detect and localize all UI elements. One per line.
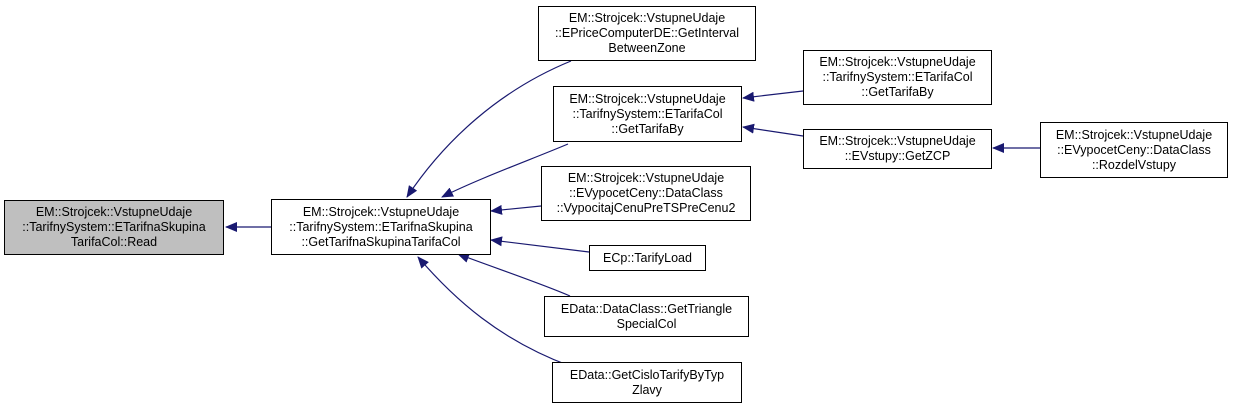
edge-gettriangle-to-gettarifnaskupina xyxy=(457,253,571,297)
node-line-3: ::GetTarifaBy xyxy=(611,121,684,136)
node-line-3: ::VypocitajCenuPreTSPreCenu2 xyxy=(556,201,736,215)
edge-getcislotarify-to-gettarifnaskupina xyxy=(417,256,571,367)
node-tarify-load[interactable]: ECp::TarifyLoad xyxy=(589,245,706,271)
node-line-1: EM::Strojcek::VstupneUdaje xyxy=(1055,127,1213,142)
node-line-3: ::GetTarifaBy xyxy=(861,85,934,99)
node-get-tarifa-by-2[interactable]: EM::Strojcek::VstupneUdaje ::TarifnySyst… xyxy=(803,50,992,105)
node-line-2: ::TarifnySystem::ETarifaCol xyxy=(822,70,973,84)
node-line-1: EM::Strojcek::VstupneUdaje xyxy=(302,204,460,219)
node-line-1: EM::Strojcek::VstupneUdaje xyxy=(568,11,726,25)
edge-getintervalbetweenzone-to-gettarifnaskupina xyxy=(406,60,572,198)
edge-vypocitajcenu-to-gettarifnaskupina xyxy=(490,204,542,215)
node-line-2: SpecialCol xyxy=(616,316,677,331)
node-line-3: ::GetTarifnaSkupinaTarifaCol xyxy=(301,234,461,249)
node-line-2: ::EVypocetCeny::DataClass xyxy=(569,186,723,200)
node-line-2: ::TarifnySystem::ETarifnaSkupina xyxy=(289,219,473,234)
edge-gettarifaby2-to-gettarifaby1 xyxy=(742,90,804,102)
node-rozdel-vstupy[interactable]: EM::Strojcek::VstupneUdaje ::EVypocetCen… xyxy=(1040,122,1228,178)
node-line-1: EM::Strojcek::VstupneUdaje xyxy=(567,171,725,185)
node-vypocitaj-cenu-pre-ts-pre-cenu2[interactable]: EM::Strojcek::VstupneUdaje ::EVypocetCen… xyxy=(541,166,751,221)
node-read-line-1: EM::Strojcek::VstupneUdaje xyxy=(35,205,193,219)
node-line-1: ECp::TarifyLoad xyxy=(603,250,692,265)
edge-getzcp-to-gettarifaby1 xyxy=(742,123,804,137)
node-line-1: EData::DataClass::GetTriangle xyxy=(560,301,733,316)
edge-tarifyload-to-gettarifnaskupina xyxy=(490,236,590,253)
node-read[interactable]: EM::Strojcek::VstupneUdaje ::TarifnySyst… xyxy=(4,200,224,255)
node-get-tarifa-by-1[interactable]: EM::Strojcek::VstupneUdaje ::TarifnySyst… xyxy=(553,86,742,142)
node-read-line-2: ::TarifnySystem::ETarifnaSkupina xyxy=(22,220,206,234)
node-line-1: EM::Strojcek::VstupneUdaje xyxy=(819,134,976,148)
node-get-zcp[interactable]: EM::Strojcek::VstupneUdaje ::EVstupy::Ge… xyxy=(803,129,992,169)
node-line-2: ::TarifnySystem::ETarifaCol xyxy=(572,106,723,121)
node-get-triangle-special-col[interactable]: EData::DataClass::GetTriangle SpecialCol xyxy=(544,296,749,337)
node-line-2: ::EVypocetCeny::DataClass xyxy=(1057,142,1211,157)
node-get-tarifna-skupina-tarifa-col[interactable]: EM::Strojcek::VstupneUdaje ::TarifnySyst… xyxy=(271,199,491,255)
node-line-1: EM::Strojcek::VstupneUdaje xyxy=(819,55,976,69)
node-get-interval-between-zone[interactable]: EM::Strojcek::VstupneUdaje ::EPriceCompu… xyxy=(538,6,756,61)
node-line-2: Zlavy xyxy=(632,382,662,397)
node-line-2: ::EPriceComputerDE::GetInterval xyxy=(554,26,740,40)
node-get-cislo-tarify-by-typ-zlavy[interactable]: EData::GetCisloTarifyByTyp Zlavy xyxy=(552,362,742,403)
node-line-3: BetweenZone xyxy=(608,41,686,55)
node-line-1: EData::GetCisloTarifyByTyp xyxy=(569,367,725,382)
node-line-1: EM::Strojcek::VstupneUdaje xyxy=(569,91,726,106)
node-line-3: ::RozdelVstupy xyxy=(1091,157,1177,172)
node-line-2: ::EVstupy::GetZCP xyxy=(844,149,951,163)
edge-gettarifaby1-to-gettarifnaskupina xyxy=(441,143,569,198)
node-read-line-3: TarifaCol::Read xyxy=(70,235,158,249)
